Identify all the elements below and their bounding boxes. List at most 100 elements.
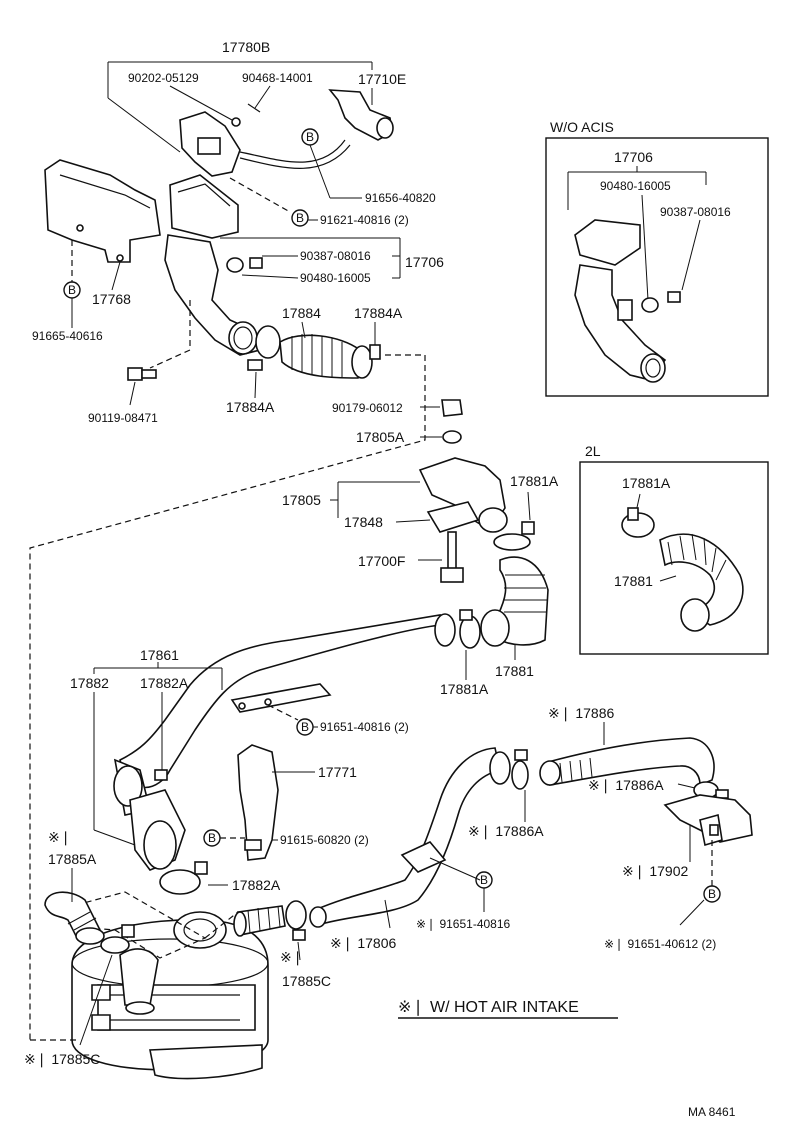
hose-17881-group: 17881 17881A — [440, 556, 549, 697]
label-91651-40816-2: 91651-40816 (2) — [320, 720, 409, 734]
label-17881: 17881 — [495, 663, 534, 679]
label-91615-60820: 91615-60820 (2) — [280, 833, 369, 847]
inset-woacis-title: W/O ACIS — [550, 119, 614, 135]
outlet-17805-group: 17805 17848 17881A — [282, 457, 559, 551]
label-17806: ※❘ 17806 — [330, 935, 397, 952]
svg-text:B: B — [708, 887, 716, 901]
clip-17806 — [400, 841, 447, 873]
label-17768: 17768 — [92, 291, 131, 307]
label-90179-06012: 90179-06012 — [332, 401, 403, 415]
legend-mark: ※❘ — [398, 999, 425, 1016]
inset-hose-17881 — [659, 533, 744, 626]
label-90387-08016: 90387-08016 — [300, 249, 371, 263]
legend-text: W/ HOT AIR INTAKE — [430, 999, 579, 1016]
clamp-17886A-mid — [511, 760, 529, 790]
b-marker — [703, 885, 721, 903]
label-17706-inset: 17706 — [614, 149, 653, 165]
label-90119-08471: 90119-08471 — [88, 411, 158, 425]
svg-text:B: B — [301, 720, 309, 734]
asterisk-mark: ※❘ — [280, 949, 303, 966]
clamp-17882A — [159, 869, 201, 895]
label-17881-inset: 17881 — [614, 573, 653, 589]
label-17884: 17884 — [282, 305, 321, 321]
label-17771: 17771 — [318, 764, 357, 780]
hose-17884 — [279, 334, 361, 379]
label-17780B: 17780B — [222, 39, 270, 55]
label-17902: ※❘ 17902 — [622, 863, 689, 880]
label-91665-40616: 91665-40616 — [32, 329, 103, 343]
label-17886A-right: ※❘ 17886A — [588, 777, 664, 794]
legend: ※❘ W/ HOT AIR INTAKE — [398, 999, 618, 1019]
hose-17884-group: 17884 17884A 17884A — [226, 305, 403, 415]
nut-group: 90179-06012 17805A — [29, 354, 463, 1040]
label-17848: 17848 — [344, 514, 383, 530]
svg-text:B: B — [68, 283, 76, 297]
label-17885A: 17885A — [48, 851, 97, 867]
label-17805: 17805 — [282, 492, 321, 508]
label-17886: ※❘ 17886 — [548, 705, 615, 722]
inset-2l-title: 2L — [585, 443, 601, 459]
label-17881A-inset: 17881A — [622, 475, 671, 491]
label-17861: 17861 — [140, 647, 179, 663]
hose-mid-group: ※❘ 17885C — [233, 900, 331, 989]
inset-duct-box — [574, 219, 641, 266]
shroud-17902-group: ※❘ 17902 B ※❘ 91651-40612 (2) — [604, 794, 753, 951]
intake-duct-17706-group: 90387-08016 90480-16005 17706 — [164, 174, 444, 356]
stud-17700F-group: 17700F — [358, 531, 464, 583]
label-91651-40816: ※❘ 91651-40816 — [416, 917, 511, 931]
pipe-17882-group: 17861 17882 17882A B 91651-40816 (2) — [70, 613, 456, 871]
air-cleaner-inlet — [119, 948, 159, 1006]
label-90480-16005: 90480-16005 — [300, 271, 371, 285]
inset-woacis-frame — [545, 137, 769, 397]
label-17700F: 17700F — [358, 553, 405, 569]
label-17706: 17706 — [405, 254, 444, 270]
hose-17881 — [497, 556, 549, 646]
svg-text:B: B — [306, 130, 314, 144]
label-17881A-bottom: 17881A — [440, 681, 489, 697]
svg-text:B: B — [208, 831, 216, 845]
acis-valve-group: 17780B 90202-05129 90468-14001 17710E B … — [107, 39, 436, 227]
washer-17805A — [442, 430, 462, 444]
clamp-17882A-bottom-group: 17882A — [159, 861, 281, 895]
air-cleaner-group — [30, 891, 269, 1080]
label-17884A-top: 17884A — [354, 305, 403, 321]
label-17885C-mid: 17885C — [282, 973, 331, 989]
bracket-17771 — [237, 744, 279, 861]
b-marker — [291, 209, 309, 227]
inset-2l-frame — [579, 461, 769, 655]
stud-17700F — [447, 531, 457, 573]
label-17805A: 17805A — [356, 429, 405, 445]
label-17710E: 17710E — [358, 71, 406, 87]
hose-17885A-group: ※❘ 17885A ※❘ 17885C — [24, 829, 135, 1068]
inset-2l: 2L 17881A 17881 — [579, 443, 769, 655]
label-17882A-top: 17882A — [140, 675, 189, 691]
gasket-17848 — [426, 501, 480, 533]
hose-17886-group: ※❘ 17886 ※❘ 17886A — [539, 705, 729, 799]
nut-90179 — [441, 399, 463, 417]
hose-17806-group: ※❘ 17806 ※❘ 17886A B ※❘ 91651-40816 — [309, 747, 544, 952]
bolt-90119-group: 90119-08471 — [88, 300, 191, 425]
label-17881A-top: 17881A — [510, 473, 559, 489]
label-90480-16005-inset: 90480-16005 — [600, 179, 671, 193]
bracket-17771-group: 17771 B 91615-60820 (2) — [203, 744, 369, 861]
label-91621-40816: 91621-40816 (2) — [320, 213, 409, 227]
label-17884A-bottom: 17884A — [226, 399, 275, 415]
label-17882A-bottom: 17882A — [232, 877, 281, 893]
label-17885C-bottom: ※❘ 17885C — [24, 1051, 100, 1068]
pipe-17882 — [119, 614, 441, 789]
label-90468-14001: 90468-14001 — [242, 71, 313, 85]
svg-text:B: B — [296, 211, 304, 225]
clamp-17885C — [285, 900, 307, 930]
air-cleaner-outlet — [173, 911, 227, 949]
asterisk-mark: ※❘ — [48, 829, 71, 846]
label-90202-05129: 90202-05129 — [128, 71, 199, 85]
pipe-bracket — [230, 683, 332, 713]
label-90387-08016-inset: 90387-08016 — [660, 205, 731, 219]
shield-17768-group: B 91665-40616 17768 — [32, 159, 161, 343]
svg-text:B: B — [480, 873, 488, 887]
air-cleaner-bracket — [97, 984, 256, 1031]
label-17886A-mid: ※❘ 17886A — [468, 823, 544, 840]
duct-box — [169, 174, 239, 239]
